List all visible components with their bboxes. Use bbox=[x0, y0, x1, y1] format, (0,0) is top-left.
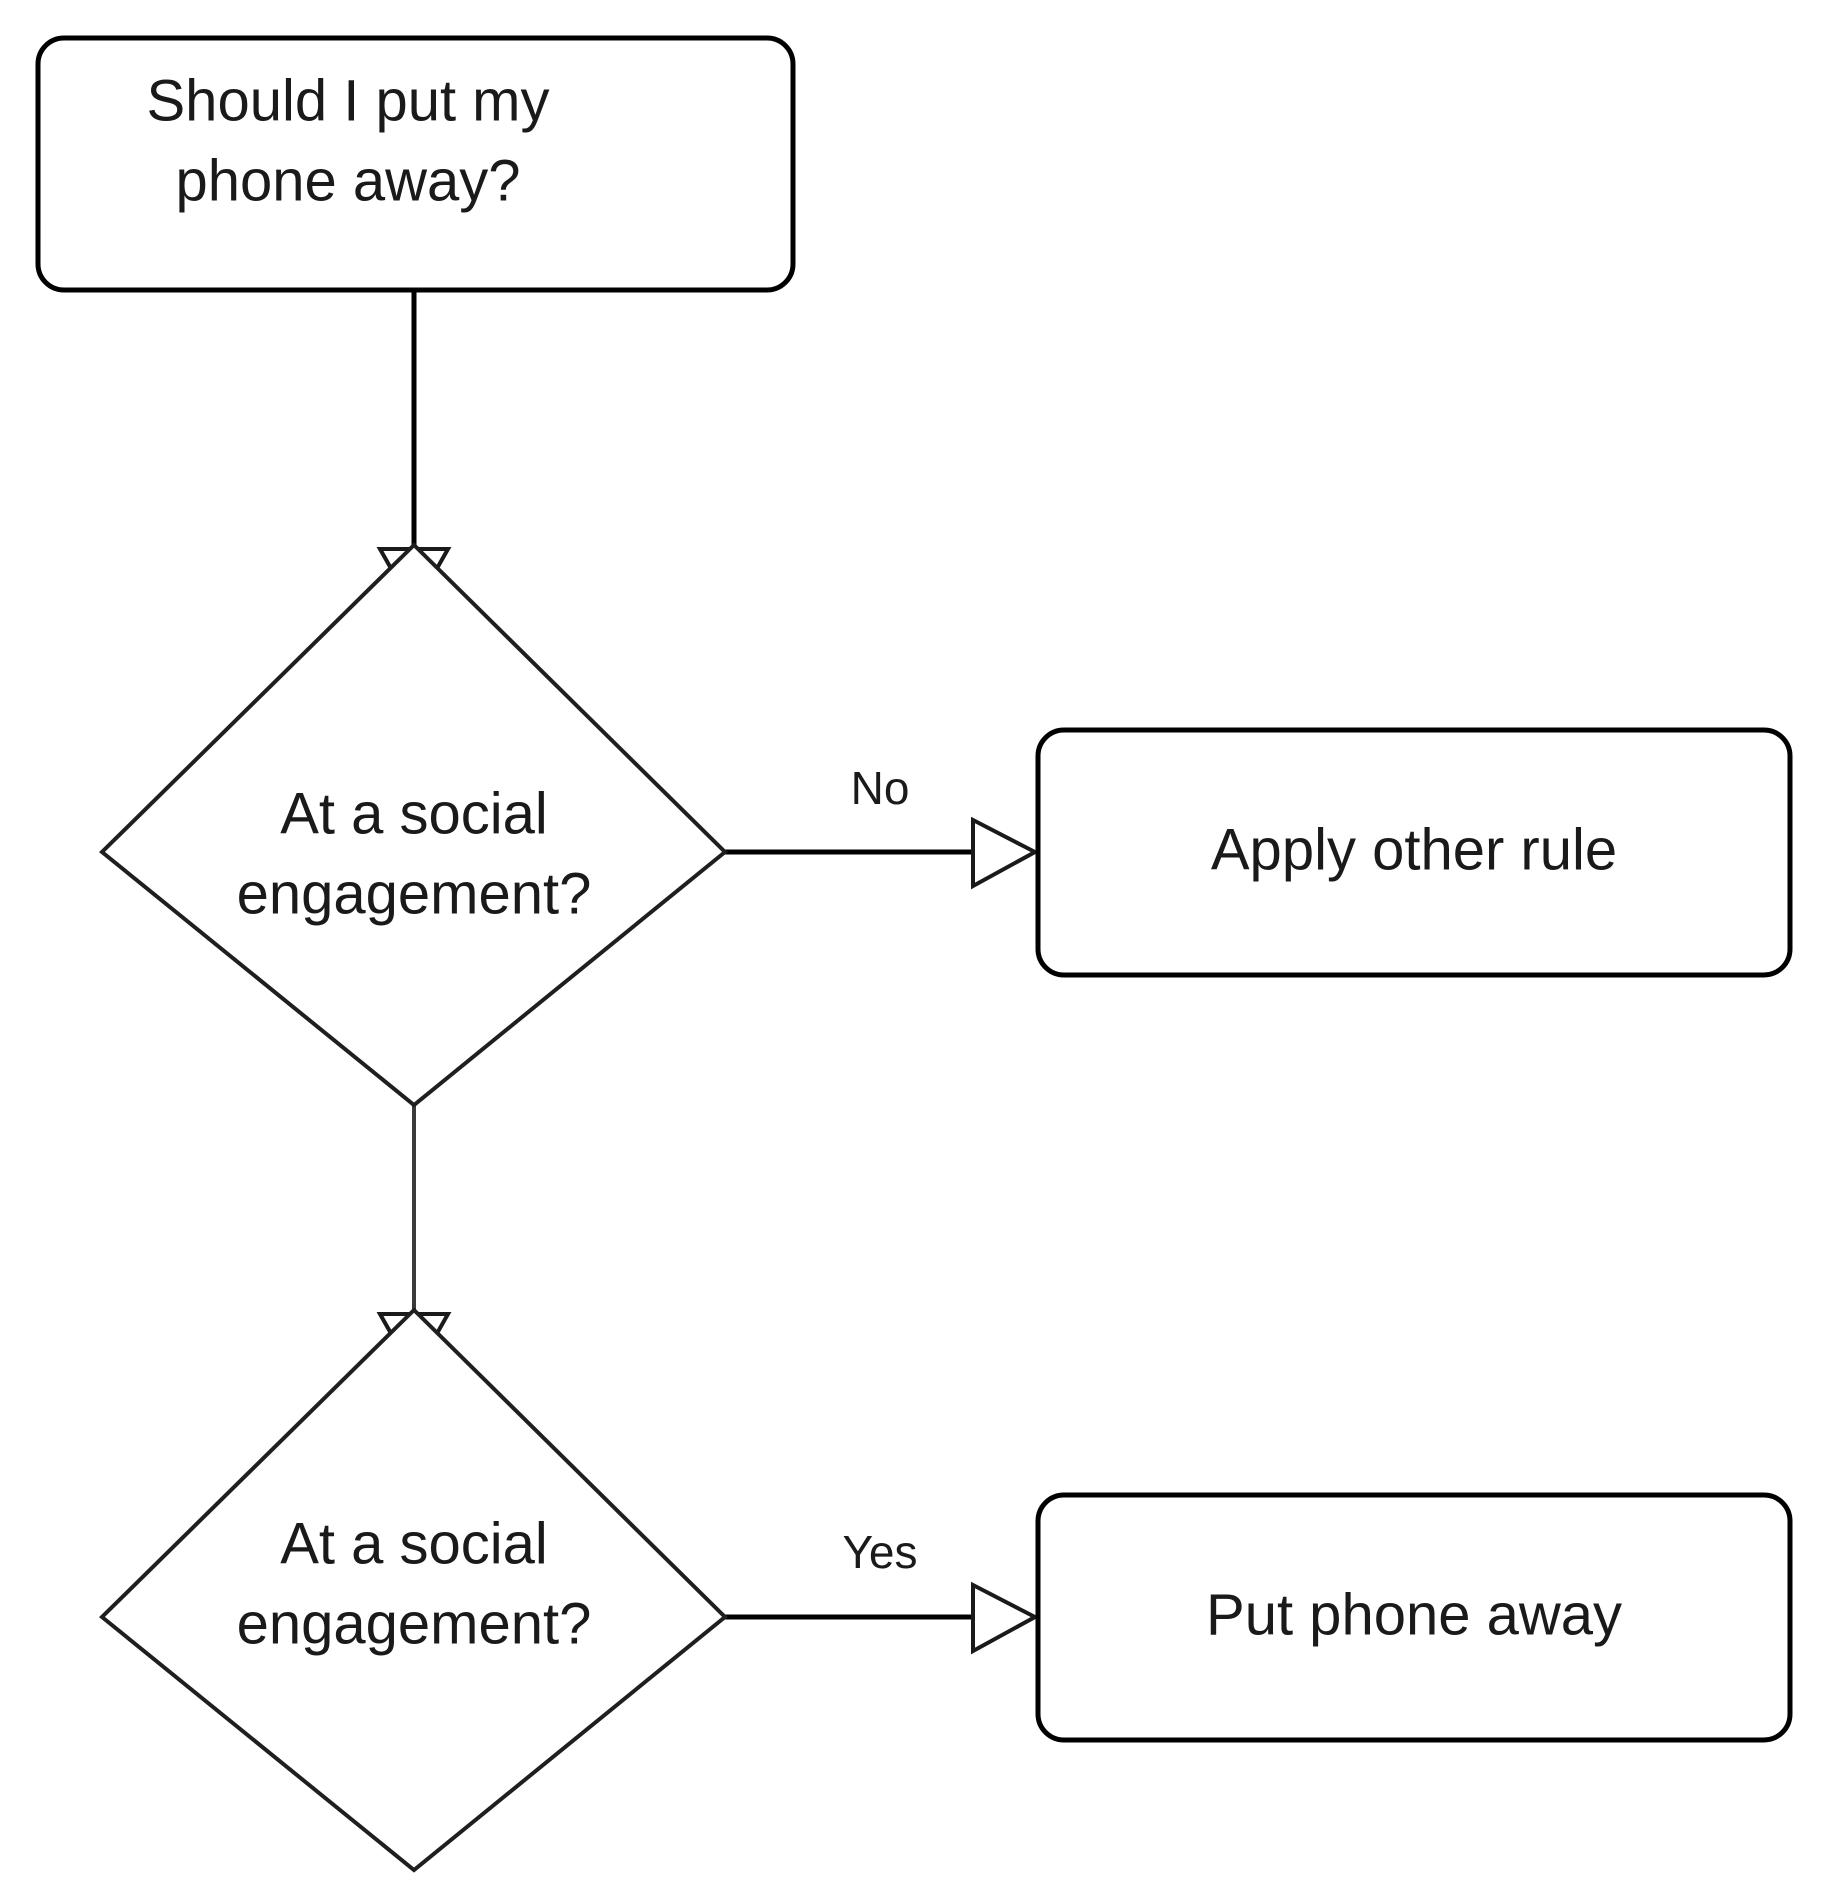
node-apply-other-rule[interactable]: Apply other rule bbox=[1035, 727, 1793, 978]
arrowhead-right-icon-2 bbox=[971, 1581, 1040, 1655]
decision-1-label-line1: At a social bbox=[280, 781, 548, 846]
decision-2-diamond-shape bbox=[99, 1307, 728, 1873]
apply-other-rule-box-shape bbox=[1035, 727, 1793, 978]
node-start[interactable]: Should I put my phone away? bbox=[35, 35, 796, 293]
node-decision-1[interactable]: At a social engagement? bbox=[99, 542, 728, 1108]
decision-1-label-line2: engagement? bbox=[237, 861, 592, 926]
decision-2-label-line1: At a social bbox=[280, 1511, 548, 1576]
put-phone-away-box-shape bbox=[1035, 1492, 1793, 1743]
edge-label-no: No bbox=[851, 762, 910, 814]
apply-other-rule-label: Apply other rule bbox=[1211, 817, 1617, 882]
start-label-line2: phone away? bbox=[175, 148, 520, 213]
put-phone-away-label: Put phone away bbox=[1206, 1582, 1622, 1647]
arrowhead-right-icon-1 bbox=[971, 816, 1040, 890]
edge-label-yes: Yes bbox=[842, 1526, 917, 1578]
node-decision-2[interactable]: At a social engagement? bbox=[99, 1307, 728, 1873]
start-label-line1: Should I put my bbox=[147, 68, 550, 133]
start-box-shape bbox=[35, 35, 796, 293]
node-put-phone-away[interactable]: Put phone away bbox=[1035, 1492, 1793, 1743]
decision-1-diamond-shape bbox=[99, 542, 728, 1108]
decision-2-label-line2: engagement? bbox=[237, 1591, 592, 1656]
